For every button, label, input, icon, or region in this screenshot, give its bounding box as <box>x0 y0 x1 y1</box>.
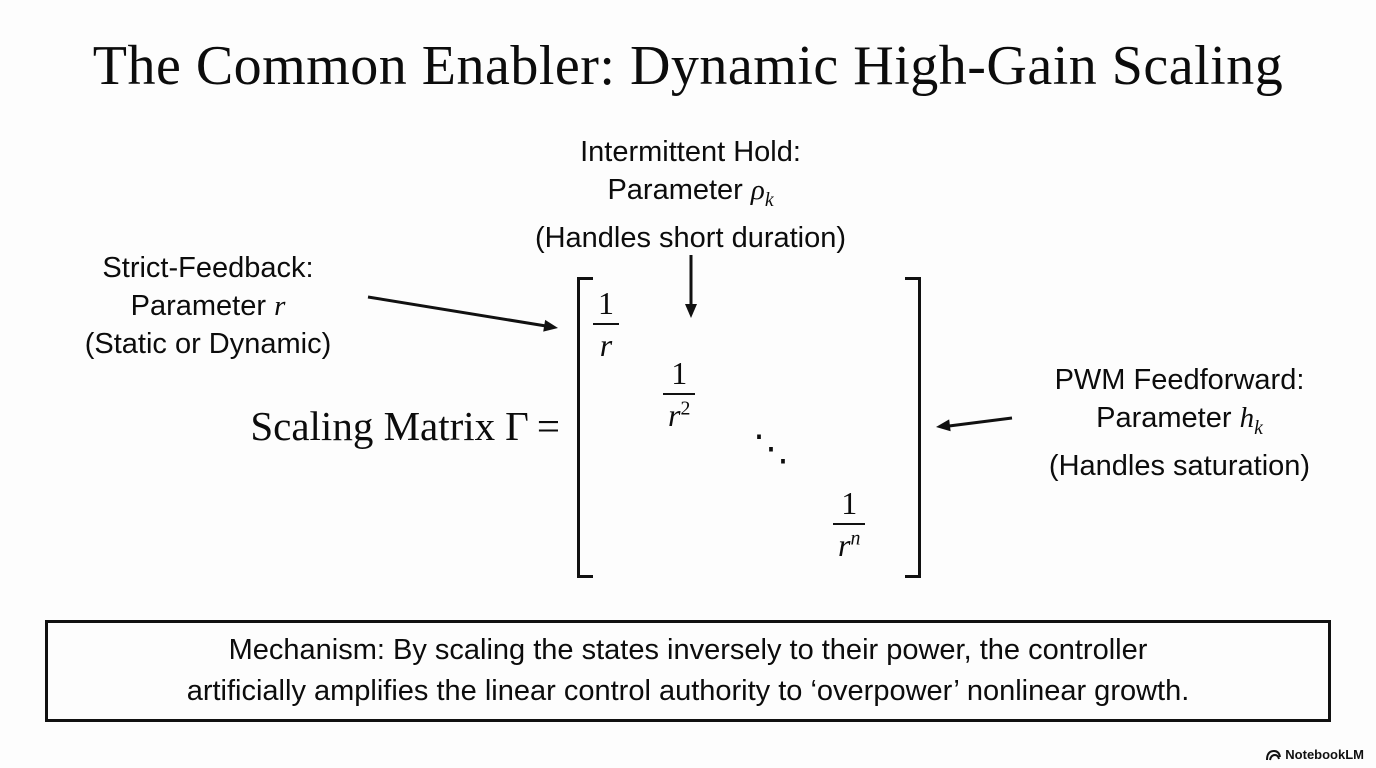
scaling-matrix: 1 r 1 r2 ⋱ 1 rn <box>577 277 921 578</box>
mechanism-line2: artificially amplifies the linear contro… <box>186 675 1190 707</box>
matrix-entry-1-over-rn: 1 rn <box>833 487 866 561</box>
callout-strict-param: Parameter r <box>130 290 286 322</box>
callout-pwm-param: Parameter hk <box>1096 402 1263 439</box>
callout-strict-note: (Static or Dynamic) <box>84 328 332 360</box>
rho-subscript: k <box>764 188 774 211</box>
notebooklm-watermark: NotebookLM <box>1266 747 1364 762</box>
matrix-label-text: Scaling Matrix <box>250 403 496 449</box>
matrix-left-bracket <box>577 277 593 578</box>
h-symbol: h <box>1239 402 1255 434</box>
callout-pwm-feedforward: PWM Feedforward: Parameter hk (Handles s… <box>1012 361 1347 485</box>
matrix-diagonal-dots: ⋱ <box>753 428 792 468</box>
callout-intermittent-note: (Handles short duration) <box>534 221 847 254</box>
equals-sign: = <box>536 403 560 449</box>
pwm-feedforward-arrow <box>936 416 1013 432</box>
matrix-entry-1-over-r: 1 r <box>593 287 619 361</box>
callout-intermittent-title: Intermittent Hold: <box>580 136 801 168</box>
callout-pwm-note: (Handles saturation) <box>1048 449 1311 482</box>
callout-strict-feedback: Strict-Feedback: Parameter r (Static or … <box>38 249 378 363</box>
page-title: The Common Enabler: Dynamic High-Gain Sc… <box>92 35 1284 97</box>
matrix-entry-1-over-r2: 1 r2 <box>663 357 696 431</box>
mechanism-box: Mechanism: By scaling the states inverse… <box>45 620 1331 722</box>
rho-symbol: ρ <box>750 174 765 206</box>
gamma-symbol: Γ <box>505 403 529 449</box>
callout-intermittent-hold: Intermittent Hold: Parameter ρk (Handles… <box>458 133 923 257</box>
notebooklm-icon <box>1266 749 1282 760</box>
mechanism-line1: Mechanism: By scaling the states inverse… <box>228 634 1148 666</box>
h-subscript: k <box>1254 416 1263 439</box>
r-symbol: r <box>274 290 286 322</box>
strict-feedback-arrow <box>367 295 558 332</box>
notebooklm-label: NotebookLM <box>1285 747 1364 762</box>
callout-strict-title: Strict-Feedback: <box>102 252 314 284</box>
callout-intermittent-param: Parameter ρk <box>607 174 774 211</box>
matrix-right-bracket <box>905 277 921 578</box>
callout-pwm-title: PWM Feedforward: <box>1054 364 1305 396</box>
